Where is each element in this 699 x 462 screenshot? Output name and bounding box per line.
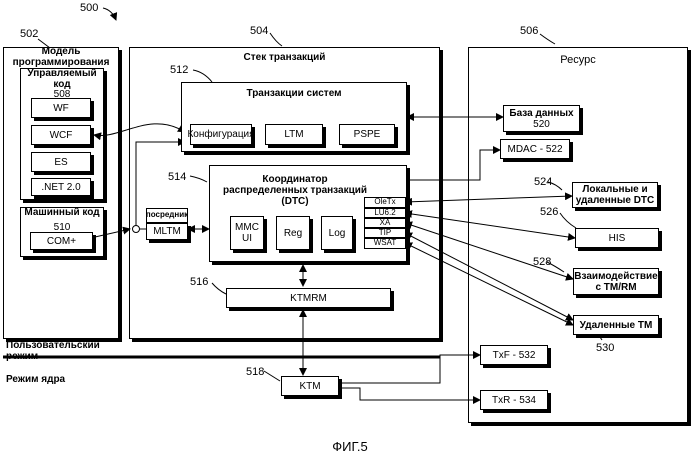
programming-model-ref: 502	[20, 28, 38, 40]
transaction-stack-ref: 504	[250, 25, 268, 37]
protocol-lu62: LU6.2	[364, 208, 406, 218]
figure-caption: ФИГ.5	[300, 440, 400, 454]
wf-box: WF	[31, 98, 91, 118]
ktm-ref: 518	[246, 366, 264, 378]
transaction-stack-title: Стек транзакций	[129, 52, 440, 63]
pspe-box: PSPE	[339, 124, 395, 145]
net20-box: .NET 2.0	[31, 178, 91, 196]
leader-504	[270, 33, 282, 46]
database-box: База данных 520	[503, 105, 580, 132]
txf-box: TxF - 532	[480, 345, 548, 365]
remote-tm-ref: 530	[596, 342, 614, 354]
ktmrm-box: KTMRM	[226, 288, 391, 308]
protocol-tip: TIP	[364, 228, 406, 238]
figure-ref-500: 500	[80, 2, 98, 14]
managed-code-title: Управляемый код	[20, 68, 104, 90]
user-mode-label: Пользовательский режим	[6, 340, 86, 362]
leader-506	[540, 34, 555, 44]
remote-tm-box: Удаленные TM	[573, 315, 659, 335]
mmc-ui-box: MMC UI	[230, 216, 264, 250]
interaction-box: Взаимодействие с TM/RM	[573, 268, 659, 295]
mdac-box: MDAC - 522	[500, 139, 570, 159]
proxy-box: посредник	[146, 208, 188, 223]
ktm-txr-line	[339, 388, 480, 400]
kernel-mode-label: Режим ядра	[6, 374, 65, 385]
ktmrm-ref: 516	[190, 276, 208, 288]
dtc-ref: 514	[168, 171, 186, 183]
resource-ref: 506	[520, 25, 538, 37]
interaction-ref: 528	[533, 256, 551, 268]
wcf-box: WCF	[31, 125, 91, 145]
es-box: ES	[31, 152, 91, 172]
native-code-title: Машинный код	[20, 207, 104, 218]
system-transactions-title: Транзакции систем	[181, 88, 407, 99]
his-box: HIS	[575, 228, 659, 248]
dtc-title: Координатор распределенных транзакций (D…	[220, 174, 370, 207]
mltm-box: MLTM	[146, 223, 188, 240]
reg-box: Reg	[276, 216, 310, 250]
txr-box: TxR - 534	[480, 390, 548, 410]
protocol-wsat: WSAT	[364, 238, 406, 249]
protocol-xa: XA	[364, 218, 406, 228]
system-transactions-ref: 512	[170, 64, 188, 76]
com-plus-box: COM+	[30, 232, 93, 250]
ltm-box: LTM	[265, 124, 323, 145]
leader-518	[264, 371, 280, 381]
local-dtc-ref: 524	[534, 176, 552, 188]
programming-model-title: Модель программирования	[3, 46, 119, 68]
his-ref: 526	[540, 206, 558, 218]
database-ref: 520	[533, 119, 550, 130]
log-box: Log	[321, 216, 353, 250]
ktm-box: KTM	[281, 376, 339, 396]
database-label: База данных	[509, 108, 573, 119]
local-dtc-box: Локальные и удаленные DTC	[572, 182, 658, 208]
resource-title: Ресурс	[468, 54, 688, 66]
figure-500-arrow	[103, 8, 116, 20]
ktm-txf-line	[339, 355, 480, 383]
configuration-box: Конфигурация	[190, 124, 252, 145]
protocol-oletx: OleTx	[364, 197, 406, 208]
